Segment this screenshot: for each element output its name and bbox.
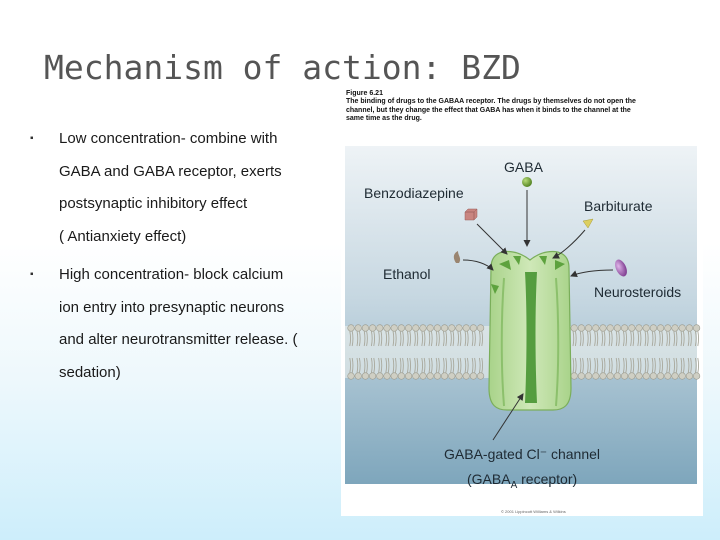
- ethanol-molecule: [453, 251, 461, 263]
- bullet-line: and alter neurotransmitter release. (: [59, 331, 298, 348]
- barbiturate-molecule: [582, 218, 594, 229]
- benzodiazepine-molecule: [464, 208, 478, 221]
- bullet-line: ion entry into presynaptic neurons: [59, 298, 285, 316]
- figure-copyright: © 2001 Lippincott Williams & Wilkins: [501, 509, 566, 514]
- label-channel: GABA-gated Cl⁻ channel: [444, 446, 601, 462]
- figure-caption: Figure 6.21 The binding of drugs to the …: [346, 90, 646, 123]
- bullet-marker: ▪: [30, 133, 34, 144]
- receptor-diagram: [345, 146, 701, 484]
- bullet-line: High concentration- block calcium: [59, 266, 284, 283]
- bullet-list: ▪ Low concentration- combine with GABA a…: [30, 123, 345, 395]
- label-receptor: (GABAA receptor): [467, 471, 577, 491]
- binding-arrows: [462, 190, 614, 441]
- label-barbiturate: Barbiturate: [584, 198, 653, 214]
- slide-title: Mechanism of action: BZD: [44, 48, 521, 87]
- gaba-channel-protein: [488, 250, 572, 411]
- bullet-line: GABA and GABA receptor, exerts: [59, 162, 282, 180]
- figure-caption-text: The binding of drugs to the GABAA recept…: [346, 98, 636, 122]
- bullet-low-concentration: ▪ Low concentration- combine with GABA a…: [30, 123, 345, 253]
- receptor-subscript: A: [510, 479, 518, 491]
- bullet-marker: ▪: [30, 269, 34, 280]
- label-neurosteroids: Neurosteroids: [594, 284, 682, 300]
- figure-number: Figure 6.21: [346, 90, 383, 97]
- receptor-prefix: (GABA: [467, 471, 511, 487]
- bullet-high-concentration: ▪ High concentration- block calcium ion …: [30, 259, 345, 389]
- gaba-receptor-figure: Figure 6.21 The binding of drugs to the …: [341, 88, 703, 516]
- label-benzodiazepine: Benzodiazepine: [364, 185, 464, 201]
- label-gaba: GABA: [504, 159, 543, 175]
- label-ethanol: Ethanol: [383, 266, 431, 282]
- neurosteroids-molecule: [615, 259, 627, 277]
- bullet-line: Low concentration- combine with: [59, 130, 278, 147]
- gaba-molecule: [522, 177, 532, 187]
- bullet-line: sedation): [59, 363, 121, 381]
- receptor-suffix: receptor): [517, 471, 578, 487]
- bullet-line: ( Antianxiety effect): [59, 227, 187, 245]
- bullet-line: postsynaptic inhibitory effect: [59, 195, 248, 212]
